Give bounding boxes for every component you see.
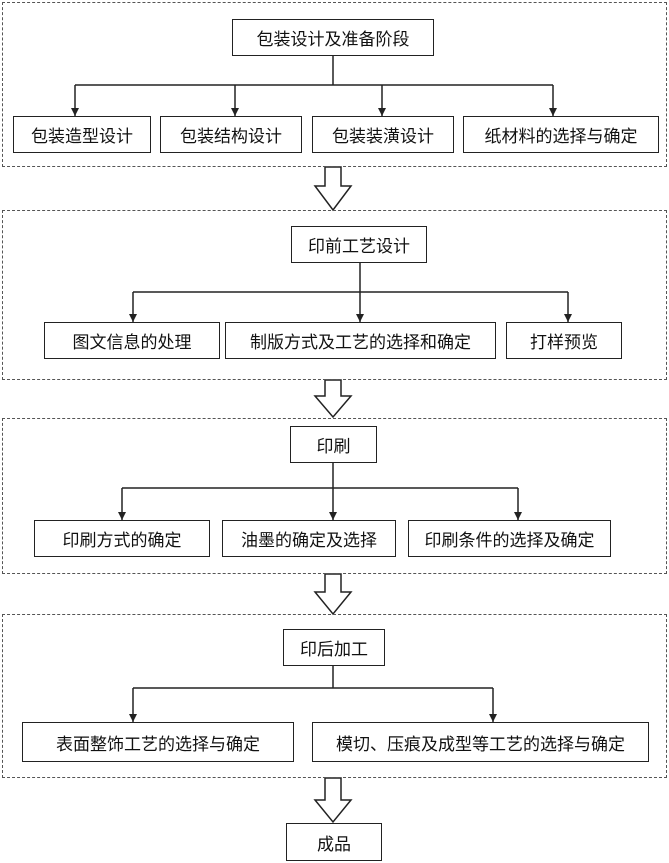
final-product-box: 成品	[286, 823, 382, 861]
transition-arrow-4	[313, 777, 353, 824]
stage-3-item-1: 印刷方式的确定	[34, 520, 210, 557]
stage-3-item-2: 油墨的确定及选择	[222, 520, 396, 557]
stage-3-connectors	[118, 462, 522, 520]
stage-2-title: 印前工艺设计	[291, 226, 427, 263]
transition-arrow-1	[313, 166, 353, 212]
stage-1-connectors	[71, 55, 557, 116]
stage-4-container	[2, 614, 667, 778]
stage-2-connectors	[129, 262, 572, 322]
stage-4-connectors	[129, 666, 497, 722]
stage-2-item-3: 打样预览	[506, 322, 622, 359]
stage-4-item-2: 模切、压痕及成型等工艺的选择与确定	[312, 722, 649, 762]
transition-arrow-2	[313, 379, 353, 419]
stage-1-item-3: 包装装潢设计	[312, 116, 454, 153]
stage-2-container	[2, 210, 667, 380]
stage-2-item-1: 图文信息的处理	[44, 322, 220, 359]
stage-1-item-1: 包装造型设计	[13, 116, 151, 153]
stage-3-item-3: 印刷条件的选择及确定	[408, 520, 611, 557]
stage-4-title: 印后加工	[283, 629, 385, 666]
stage-1-item-4: 纸材料的选择与确定	[463, 116, 659, 153]
stage-3-container	[2, 418, 667, 574]
transition-arrow-3	[313, 573, 353, 616]
stage-1-item-2: 包装结构设计	[160, 116, 302, 153]
stage-1-title: 包装设计及准备阶段	[232, 19, 434, 56]
stage-2-item-2: 制版方式及工艺的选择和确定	[225, 322, 496, 359]
stage-1-container	[2, 2, 667, 167]
stage-3-title: 印刷	[290, 426, 377, 463]
stage-4-item-1: 表面整饰工艺的选择与确定	[22, 722, 294, 762]
